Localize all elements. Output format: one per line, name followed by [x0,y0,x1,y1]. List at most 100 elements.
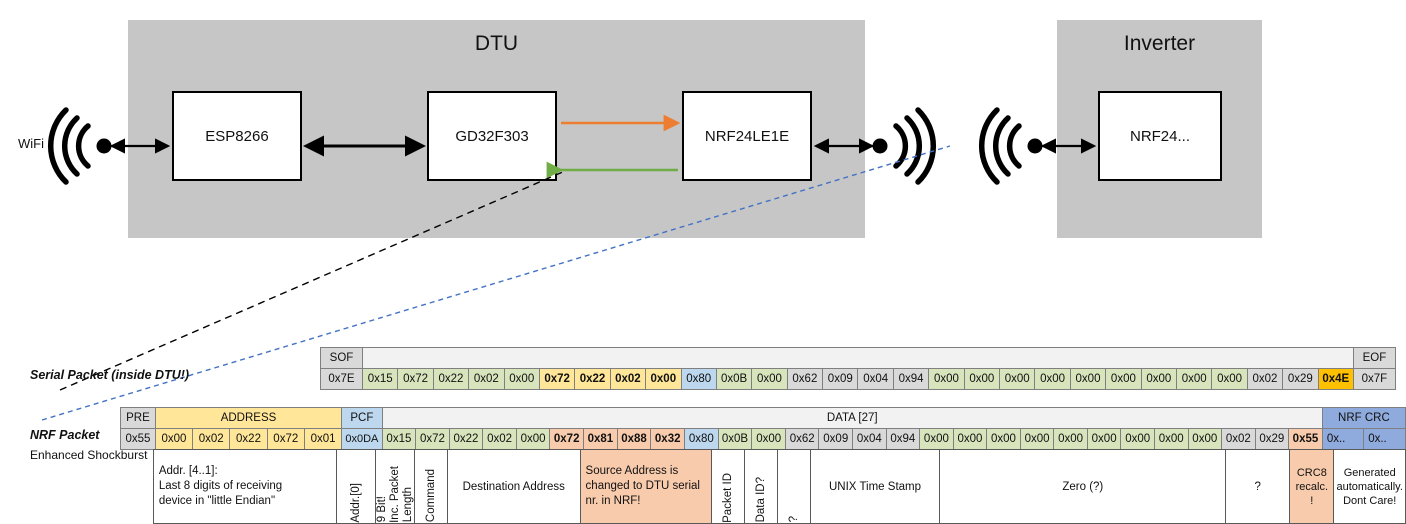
nrf-byte-23: 0x00 [1153,428,1189,450]
annotation-table: Addr. [4..1]: Last 8 digits of receiving… [120,449,1406,524]
nrf-byte-5: 0x72 [549,428,585,450]
serial-byte-0: 0x15 [361,368,399,390]
serial-byte-7: 0x02 [609,368,647,390]
serial-byte-21: 0x00 [1105,368,1142,390]
ann-gen-l2: automatically. [1336,480,1403,493]
ann-pcf-l3: Length [402,487,415,523]
chip-nrf24le1e: NRF24LE1E [682,91,812,181]
serial-byte-16: 0x00 [928,368,965,390]
nrf-pcf-header: PCF [341,407,383,429]
serial-byte-17: 0x00 [963,368,1001,390]
nrf-address-byte-1: 0x02 [192,428,231,450]
nrf-byte-25: 0x02 [1221,428,1256,450]
serial-byte-20: 0x00 [1069,368,1107,390]
nrf-data-header: DATA [27] [381,407,1323,429]
ann-address: Addr. [4..1]: Last 8 digits of receiving… [152,449,338,524]
ann-address-l1: Addr. [4..1]: [158,465,218,477]
nrf-packet-label: NRF Packet [30,428,100,442]
nrf-crc-byte-1: 0x.. [1363,428,1406,450]
nrf-byte-11: 0x00 [751,428,786,450]
nrf-packet-table: PRE ADDRESS PCF DATA [27] NRF CRC 0x55 0… [120,407,1406,450]
ann-crc8-l1: CRC8 [1296,466,1327,479]
serial-byte-8: 0x00 [645,368,682,390]
serial-packet-label: Serial Packet (inside DTU!) [30,368,190,382]
nrf-header-row: PRE ADDRESS PCF DATA [27] NRF CRC [120,407,1406,429]
ann-command-text: Command [424,469,437,523]
serial-byte-1: 0x72 [397,368,434,390]
ann-packet-id-text: Packet ID [721,472,734,523]
ann-unix: UNIX Time Stamp [809,449,941,524]
inverter-title: Inverter [1123,32,1196,55]
nrf-byte-22: 0x00 [1120,428,1155,450]
nrf-address-byte-4: 0x01 [303,428,343,450]
ann-address-l3: device in "little Endian" [158,495,276,507]
ann-source-l2: changed to DTU serial [585,480,700,492]
ann-zero: Zero (?) [939,449,1227,524]
nrf-pre-value: 0x55 [120,428,156,450]
nrf-byte-3: 0x02 [482,428,517,450]
nrf-byte-21: 0x00 [1086,428,1122,450]
nrf-address-byte-2: 0x22 [229,428,268,450]
nrf-crc-header: NRF CRC [1321,407,1406,429]
ann-crc8: CRC8 recalc. ! [1289,449,1335,524]
ann-unknown1-text: ? [787,516,800,523]
ann-command: Command [414,449,448,524]
ann-pcf: 9 Bit! Inc. Packet Length [375,449,416,524]
block-diagram: DTU Inverter ESP8266 GD32F303 NRF24LE1E … [18,20,1262,238]
nrf-byte-12: 0x62 [784,428,820,450]
serial-sof-header: SOF [320,347,363,369]
chip-gd32f303: GD32F303 [427,91,557,181]
ann-pcf-l1: 9 Bit! [376,496,389,523]
ann-source-l1: Source Address is [585,465,679,477]
serial-byte-10: 0x0B [715,368,753,390]
ann-data-id: Data ID? [743,449,778,524]
nrf-byte-18: 0x00 [986,428,1021,450]
ann-crc8-l2: recalc. [1295,480,1329,493]
serial-byte-24: 0x00 [1211,368,1248,390]
nrf-byte-19: 0x00 [1019,428,1055,450]
ann-address-l2: Last 8 digits of receiving [158,480,283,492]
chip-nrf24: NRF24... [1098,91,1222,181]
serial-byte-12: 0x62 [786,368,824,390]
serial-byte-9: 0x80 [680,368,717,390]
ann-gen-l3: Dont Care! [1343,494,1397,507]
nrf-byte-1: 0x72 [415,428,450,450]
ann-generated: Generated automatically. Dont Care! [1333,449,1406,524]
nrf-byte-14: 0x04 [852,428,887,450]
nrf-crc-byte-0: 0x.. [1321,428,1365,450]
nrf-address-byte-3: 0x72 [266,428,305,450]
nrf-byte-13: 0x09 [818,428,854,450]
serial-byte-13: 0x09 [822,368,859,390]
nrf-byte-20: 0x00 [1053,428,1088,450]
nrf-byte-0: 0x15 [381,428,417,450]
ann-pcf-l2: Inc. Packet [389,465,402,523]
serial-byte-18: 0x00 [999,368,1036,390]
serial-header-row: SOF EOF [320,347,1396,369]
wifi-label: WiFi [18,136,44,151]
serial-byte-27: 0x4E [1317,368,1354,390]
serial-blank-header [362,347,1354,369]
serial-eof-value: 0x7F [1352,368,1396,390]
ann-source-l3: nr. in NRF! [585,495,641,507]
serial-byte-25: 0x02 [1246,368,1284,390]
ann-addr0-text: Addr.[0] [350,482,363,523]
nrf-byte-6: 0x81 [583,428,618,450]
nrf-byte-24: 0x00 [1187,428,1223,450]
serial-byte-26: 0x29 [1282,368,1319,390]
serial-byte-3: 0x02 [468,368,505,390]
nrf-byte-17: 0x00 [952,428,988,450]
serial-byte-5: 0x72 [538,368,576,390]
nrf-byte-7: 0x88 [616,428,652,450]
serial-byte-19: 0x00 [1034,368,1071,390]
nrf-byte-15: 0x94 [885,428,921,450]
ann-pre-spacer [120,450,153,524]
nrf-byte-9: 0x80 [684,428,719,450]
nrf-pcf-value: 0x0DA [341,428,383,450]
nrf-byte-10: 0x0B [717,428,753,450]
ann-addr0: Addr.[0] [336,449,377,524]
nrf-byte-4: 0x00 [515,428,551,450]
ann-packet-id: Packet ID [710,449,745,524]
nrf-address-header: ADDRESS [154,407,343,429]
